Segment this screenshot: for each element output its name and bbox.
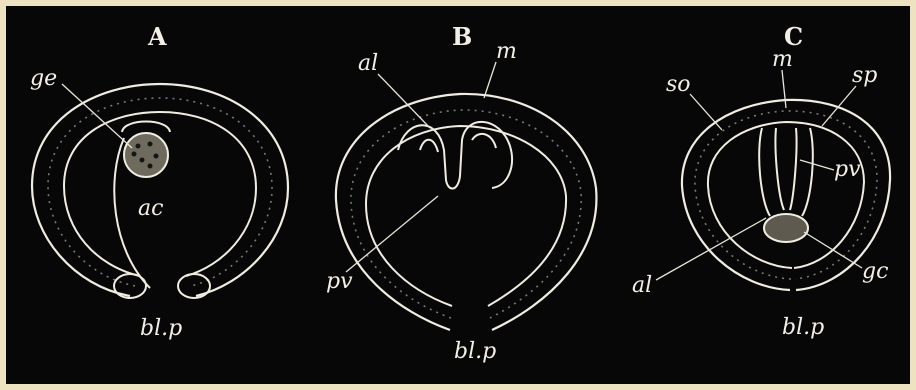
label-ge: ge [30,66,57,91]
label-pv-c: pv [834,157,861,182]
label-al-b: al [358,51,378,76]
panel-a-germ-cells [124,133,168,177]
label-pv-b: pv [326,269,353,294]
label-so: so [666,72,691,97]
label-m-b: m [496,39,517,64]
label-al-c: al [632,273,652,298]
panel-a-label: A [147,22,167,51]
label-gc: gc [862,259,888,284]
panel-b-label: B [452,22,472,51]
panel-c-gut-cells [764,214,808,242]
label-ac: ac [138,196,163,221]
label-blp-c: bl.p [782,315,824,340]
label-m-c: m [772,47,793,72]
label-sp: sp [852,63,877,88]
label-blp-b: bl.p [454,339,496,364]
label-blp-a: bl.p [140,316,182,341]
